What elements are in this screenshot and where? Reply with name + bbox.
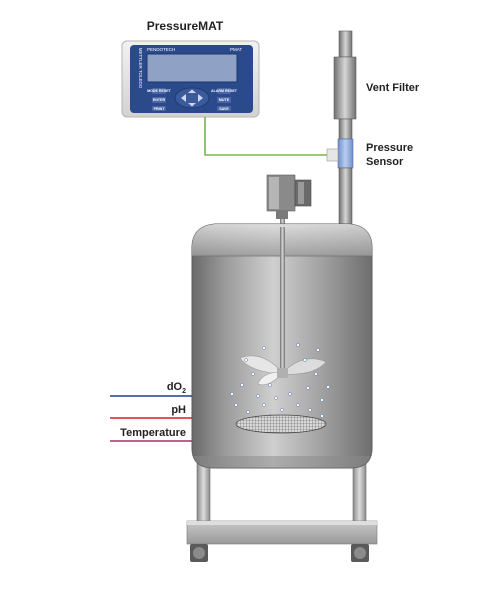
right-leg: [352, 461, 367, 523]
save-button[interactable]: [217, 106, 231, 111]
mode-reset-button[interactable]: [152, 88, 166, 94]
exhaust-pipe-mid: [338, 118, 353, 140]
brand-vertical-text: METTLER TOLEDO: [138, 48, 143, 89]
arrow-up-icon[interactable]: [188, 89, 196, 94]
enter-label: ENTER: [153, 98, 166, 102]
gas-bubbles: [230, 343, 330, 418]
ph-label: pH: [171, 404, 186, 416]
agitator-shaft: [280, 227, 285, 373]
temperature-label: Temperature: [120, 427, 186, 439]
exhaust-pipe-lower: [338, 167, 353, 225]
enter-button[interactable]: [152, 97, 166, 103]
mute-button[interactable]: [217, 97, 231, 103]
do2-label: dO2: [167, 381, 186, 395]
left-leg: [196, 461, 211, 523]
agitator-motor: [266, 174, 312, 227]
panel-left-text: PENDOTECH: [147, 47, 175, 52]
pressure-sensor: [337, 138, 354, 169]
save-label: SAVE: [219, 107, 229, 111]
device-display-screen: [146, 53, 238, 83]
arrow-left-icon[interactable]: [181, 94, 186, 102]
print-button[interactable]: [152, 106, 166, 111]
nav-pad[interactable]: [174, 87, 210, 109]
alarm-reset-label: ALARM RESET: [211, 89, 238, 93]
vent-filter-housing: [333, 56, 357, 120]
vent-filter-label: Vent Filter: [366, 82, 420, 94]
sparger: [235, 414, 327, 434]
pressure-label-line1: Pressure: [366, 142, 413, 154]
device-title: PressureMAT: [147, 19, 224, 33]
exhaust-pipe-top: [338, 30, 353, 58]
sensor-connector: [326, 148, 339, 162]
impeller: [239, 355, 327, 386]
arrow-down-icon[interactable]: [188, 103, 196, 107]
pressure-label-line2: Sensor: [366, 156, 404, 168]
panel-right-text: PMAT: [230, 47, 242, 52]
alarm-reset-button[interactable]: [217, 88, 231, 94]
mute-label: MUTE: [219, 98, 230, 102]
mode-reset-label: MODE RESET: [147, 89, 172, 93]
signal-cable: [204, 117, 329, 156]
arrow-right-icon[interactable]: [198, 94, 203, 102]
print-label: PRINT: [154, 107, 166, 111]
pressuremat-device: PENDOTECH PMAT METTLER TOLEDO MODE RESET…: [121, 40, 260, 118]
